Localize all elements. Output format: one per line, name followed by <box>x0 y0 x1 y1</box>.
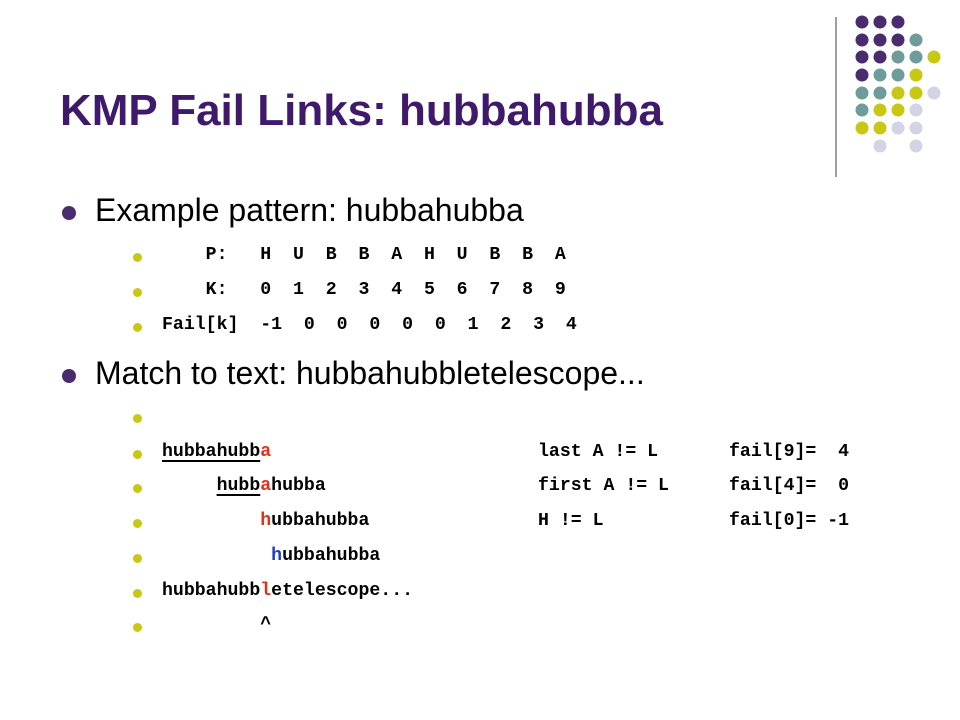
searched-text: hubbahubbletelescope... <box>162 579 413 603</box>
mismatch-note: last A != L <box>538 442 659 462</box>
mismatch-note: H != L <box>538 511 604 531</box>
match-pattern: hubbahubba <box>162 544 380 568</box>
match-rest: ubbahubba <box>271 511 370 531</box>
decorative-dots <box>855 15 941 153</box>
caret-marker: ^ <box>162 615 272 635</box>
restart-char: h <box>271 546 283 566</box>
bullet-text: Match to text: hubbahubbletelescope... <box>95 355 645 391</box>
match-pattern: hubbahubba <box>162 509 369 533</box>
matched-prefix: hubbahubb <box>162 442 261 462</box>
text-mismatch-char: l <box>260 581 272 601</box>
sub-bullet-dot-icon <box>133 519 142 528</box>
match-rest: ubbahubba <box>282 546 381 566</box>
sub-bullet-dot-icon <box>133 589 142 598</box>
fail-lookup: fail[9]= 4 <box>729 442 850 462</box>
mismatch-char: a <box>260 476 272 496</box>
text-suffix: etelescope... <box>271 581 414 601</box>
text-prefix: hubbahubb <box>162 581 261 601</box>
match-rest: hubba <box>271 476 326 496</box>
mismatch-char: a <box>260 442 272 462</box>
index-values: K: 0 1 2 3 4 5 6 7 8 9 <box>162 280 566 300</box>
fail-values: Fail[k] -1 0 0 0 0 0 1 2 3 4 <box>162 315 577 335</box>
pattern-letters: P: H U B B A H U B B A <box>162 245 566 265</box>
sub-bullet-dot-icon <box>133 253 142 262</box>
sub-bullet-dot-icon <box>133 554 142 563</box>
match-indent <box>162 476 217 496</box>
mismatch-char: h <box>260 511 272 531</box>
mismatch-note: first A != L <box>538 476 669 496</box>
match-indent <box>162 546 271 566</box>
match-indent <box>162 511 260 531</box>
matched-prefix: hubb <box>216 476 261 496</box>
match-pattern: hubbahubba <box>162 440 271 464</box>
sub-bullet-dot-icon <box>133 484 142 493</box>
bullet-dot-icon <box>62 206 76 220</box>
bullet-dot-icon <box>62 369 76 383</box>
bullet-text: Example pattern: hubbahubba <box>95 192 524 228</box>
sub-bullet-dot-icon <box>133 450 142 459</box>
sub-bullet-dot-icon <box>133 288 142 297</box>
fail-lookup: fail[4]= 0 <box>729 476 850 496</box>
sub-bullet-dot-icon <box>133 623 142 632</box>
sub-bullet-dot-icon <box>133 323 142 332</box>
sub-bullet-dot-icon <box>133 414 142 423</box>
fail-lookup: fail[0]= -1 <box>729 511 850 531</box>
slide-title: KMP Fail Links: hubbahubba <box>60 86 663 135</box>
match-pattern: hubbahubba <box>162 474 326 498</box>
